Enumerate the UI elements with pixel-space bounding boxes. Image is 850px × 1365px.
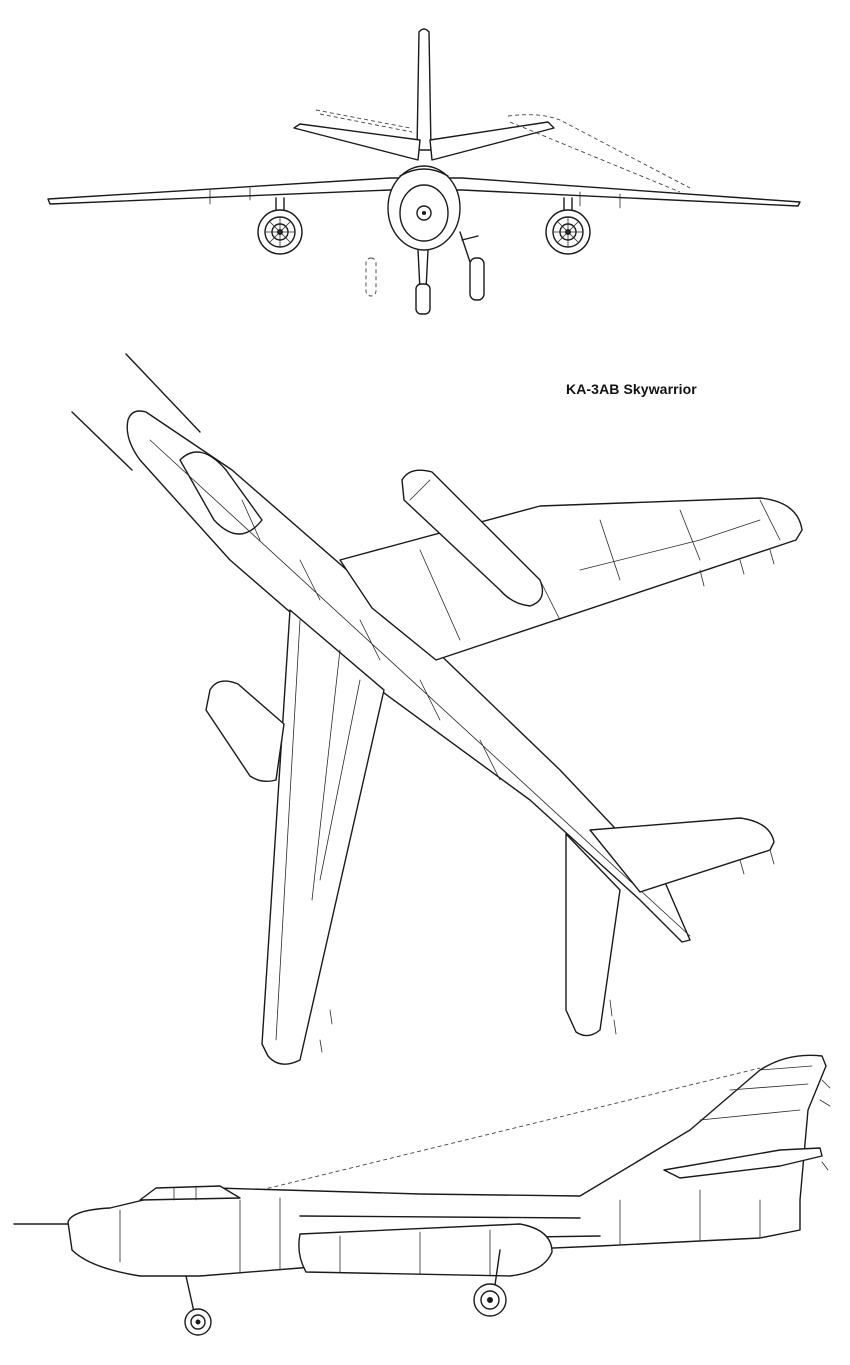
top-wing-lower bbox=[261, 609, 385, 1065]
antenna-wire bbox=[219, 1067, 761, 1201]
front-horizontal-stabilizer-right bbox=[429, 121, 555, 161]
aircraft-title: KA-3AB Skywarrior bbox=[566, 381, 697, 397]
top-wing-upper bbox=[339, 497, 803, 661]
side-engine-pod bbox=[298, 1223, 553, 1277]
front-engine-right bbox=[545, 197, 591, 255]
top-engine-upper bbox=[401, 469, 544, 607]
front-view bbox=[47, 28, 801, 315]
front-fuselage bbox=[387, 165, 461, 251]
top-engine-lower bbox=[205, 680, 285, 783]
side-nose-gear bbox=[184, 1275, 212, 1336]
side-canopy bbox=[139, 1185, 241, 1201]
top-view bbox=[71, 353, 803, 1065]
top-fuselage bbox=[126, 410, 691, 943]
side-view bbox=[13, 1054, 831, 1336]
front-horizontal-stabilizer-left bbox=[293, 123, 421, 161]
side-horizontal-stabilizer bbox=[663, 1147, 823, 1179]
front-landing-gear bbox=[365, 231, 485, 315]
side-main-gear bbox=[473, 1249, 507, 1317]
front-folded-tail-outline bbox=[315, 109, 413, 133]
top-stabilizer-upper bbox=[589, 817, 775, 893]
front-vertical-tail bbox=[416, 28, 432, 151]
top-stabilizer-lower bbox=[565, 833, 621, 1037]
refuel-probe bbox=[71, 353, 201, 471]
side-fuselage bbox=[67, 1054, 827, 1277]
front-folded-wing-outline bbox=[507, 114, 691, 193]
front-engine-left bbox=[257, 197, 303, 255]
